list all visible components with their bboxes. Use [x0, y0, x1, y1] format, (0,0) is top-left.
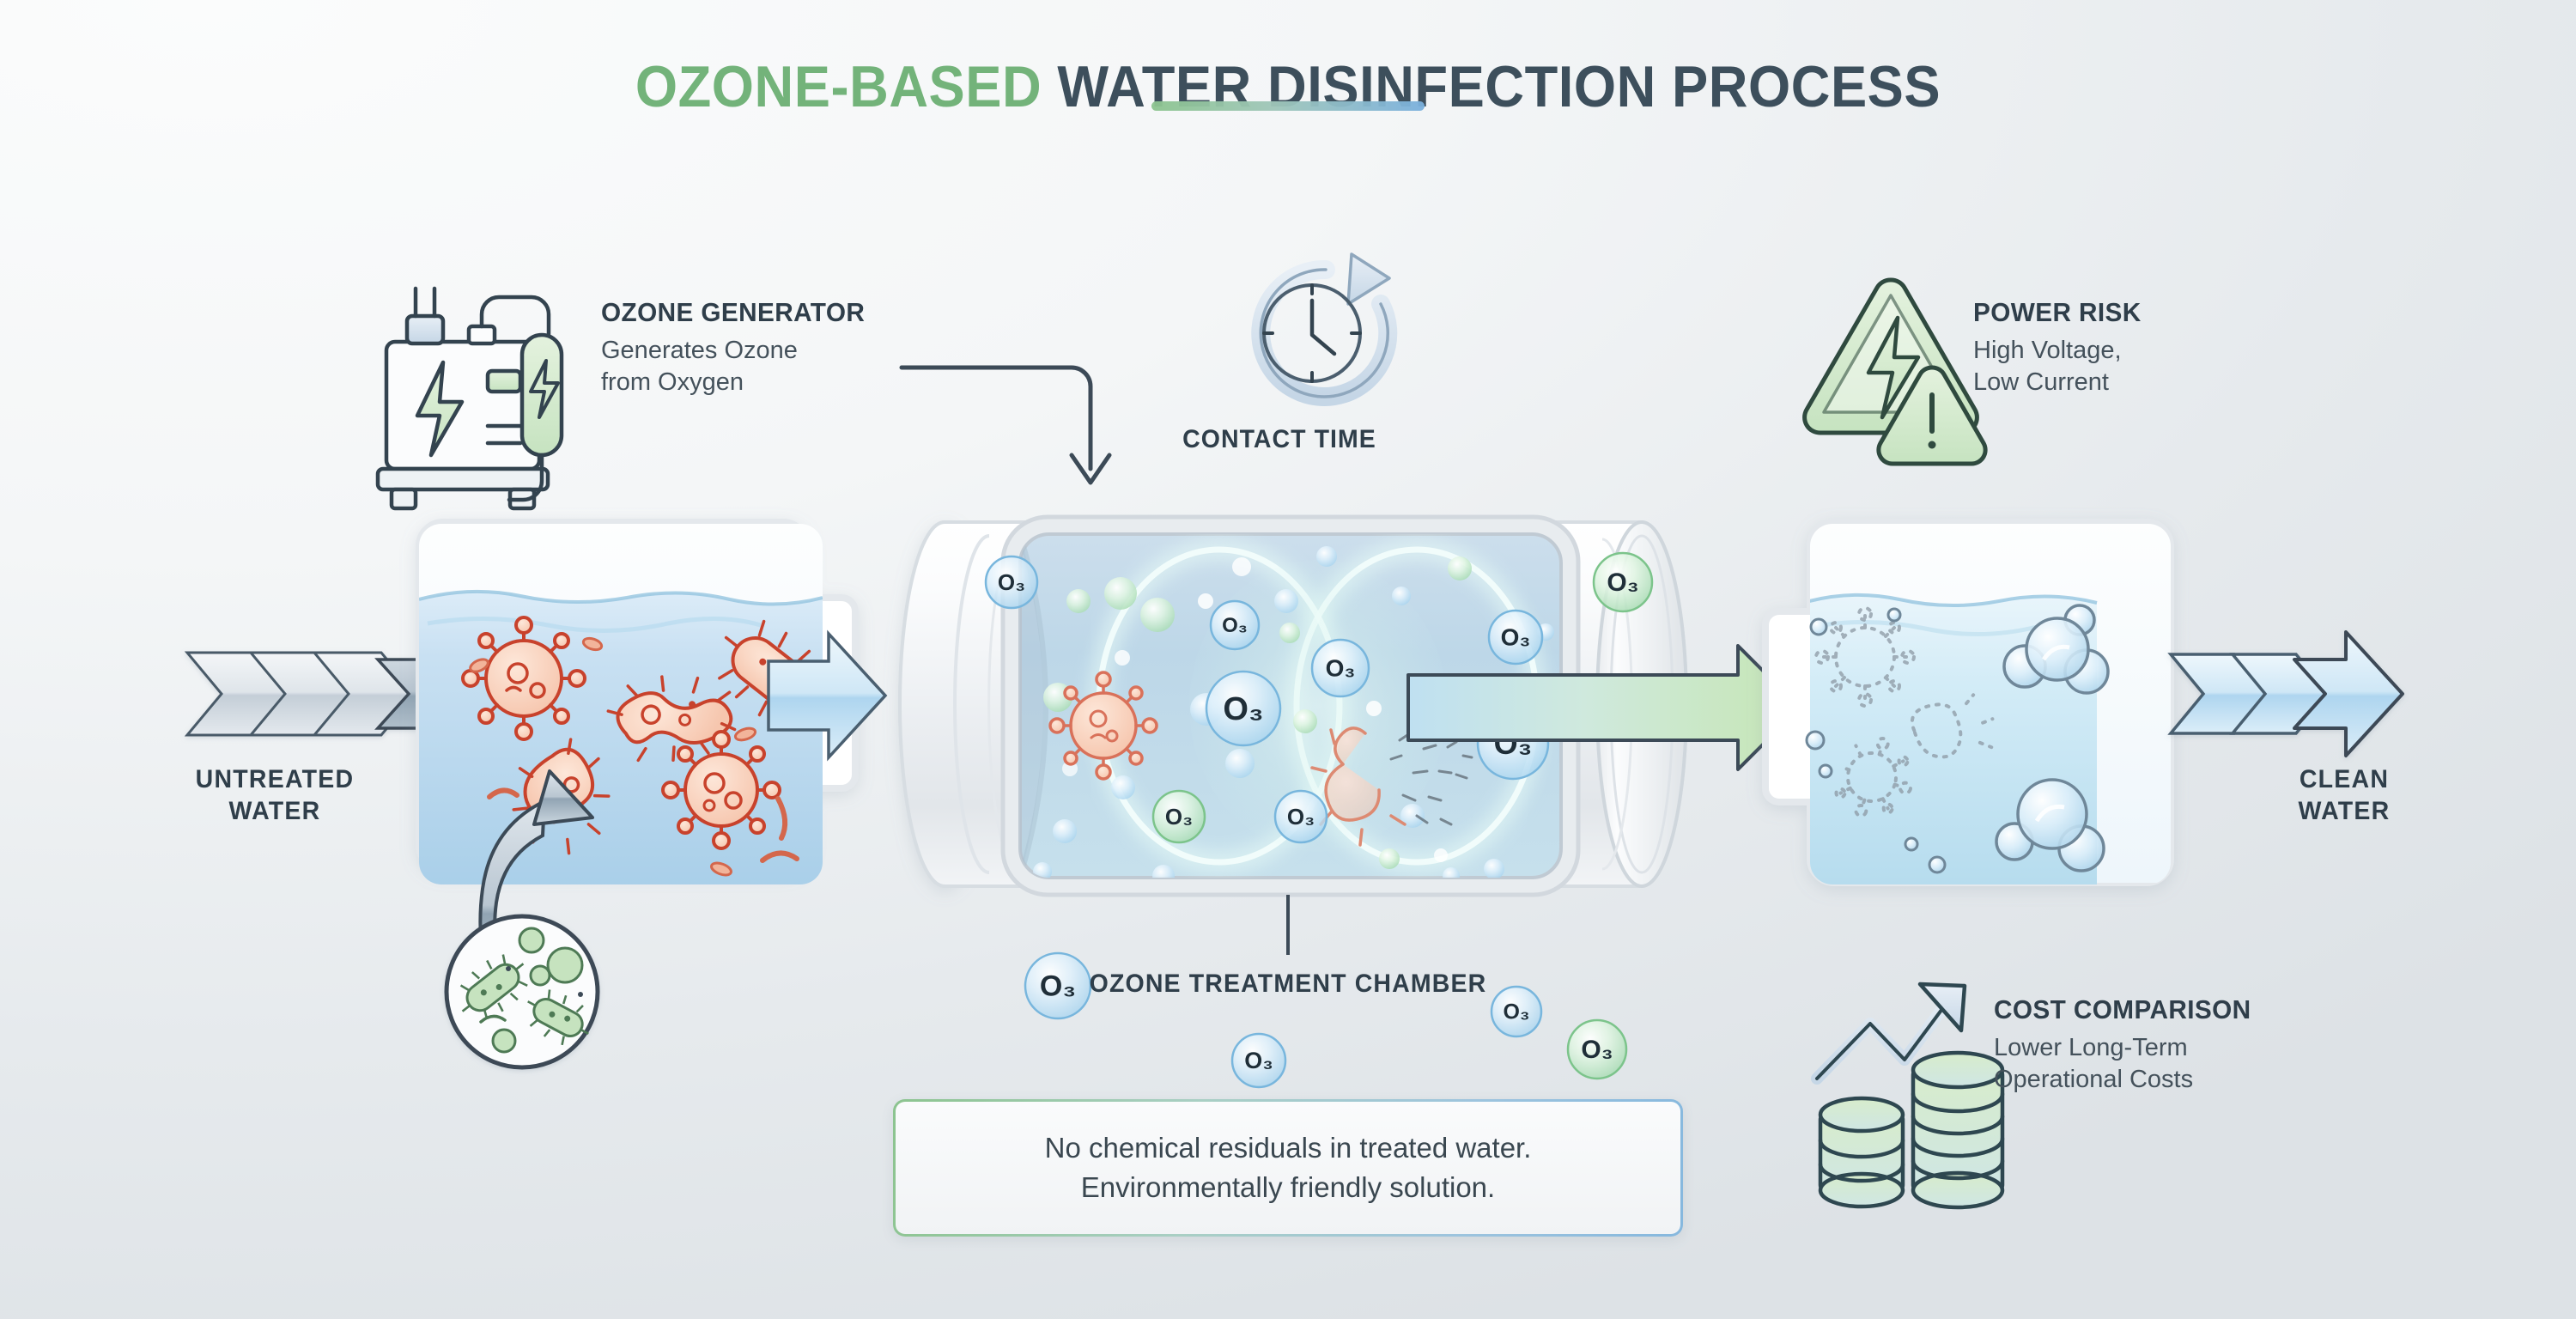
o3-bubble: O₃	[1230, 1032, 1287, 1089]
clean-water-label: CLEAN WATER	[2298, 765, 2391, 825]
outlet-arrow-group	[2167, 630, 2404, 757]
o3-bubble-label: O₃	[1165, 804, 1193, 830]
o3-bubble: O₃	[1024, 951, 1092, 1020]
o3-bubble: O₃	[1273, 789, 1328, 844]
clock-rotate-icon	[1251, 252, 1398, 406]
o3-bubble: O₃	[1566, 1018, 1628, 1080]
o3-bubble-label: O₃	[1223, 691, 1263, 727]
o3-bubble-label: O₃	[1222, 614, 1248, 637]
o3-bubble-label: O₃	[1287, 804, 1315, 830]
power-risk-heading: POWER RISK	[1973, 297, 2142, 327]
germ-in-chamber-alive	[1048, 671, 1158, 781]
title-underline	[1151, 101, 1425, 111]
coin-stacks-growth-arrow-icon	[1811, 982, 2005, 1210]
o3-bubble-label: O₃	[998, 569, 1025, 595]
eco-note-box: No chemical residuals in treated water. …	[893, 1099, 1683, 1237]
o3-bubble: O₃	[1205, 670, 1282, 747]
untreated-water-label: UNTREATED WATER	[195, 765, 355, 825]
eco-note-text: No chemical residuals in treated water. …	[1044, 1132, 1532, 1203]
cost-comparison-heading: COST COMPARISON	[1994, 994, 2251, 1024]
high-voltage-warning-icon	[1802, 277, 1988, 466]
o3-bubble-label: O₃	[1501, 624, 1531, 651]
ozone-generator-body: Generates Ozone from Oxygen	[601, 337, 798, 397]
power-risk-body: High Voltage, Low Current	[1973, 337, 2122, 397]
o3-bubble-label: O₃	[1607, 568, 1638, 597]
feature-ozone-generator: OZONE GENERATOR Generates Ozone from Oxy…	[601, 292, 876, 398]
o3-bubble-label: O₃	[1503, 1000, 1529, 1024]
untreated-water-tank	[416, 519, 888, 884]
cost-comparison-body: Lower Long-Term Operational Costs	[1994, 1034, 2194, 1094]
ozone-feed-arrow	[899, 365, 1112, 485]
o3-bubble: O₃	[1487, 609, 1544, 666]
magnifier-bacteria-callout	[444, 769, 600, 1070]
germ-cluster-untreated	[461, 616, 828, 877]
title-accent: OZONE-BASED	[635, 54, 1042, 119]
feature-cost-comparison: COST COMPARISON Lower Long-Term Operatio…	[1994, 989, 2262, 1096]
o3-bubble: O₃	[1151, 789, 1206, 844]
feature-power-risk: POWER RISK High Voltage, Low Current	[1973, 292, 2148, 398]
destroyed-germ-ghosts	[1814, 606, 1995, 818]
germ-in-chamber-dying-2	[1252, 893, 1396, 1024]
micro-bubbles	[1033, 546, 1561, 878]
tank-to-chamber-arrow	[767, 629, 888, 762]
inlet-arrow-group	[184, 629, 485, 758]
o3-bubble: O₃	[1592, 551, 1654, 613]
o3-bubble-label: O₃	[1326, 655, 1356, 682]
o3-bubble-label: O₃	[1244, 1048, 1273, 1073]
o3-bubble-label: O₃	[1581, 1036, 1613, 1064]
o3-bubble: O₃	[1490, 985, 1543, 1038]
germ-in-chamber-dying	[1310, 726, 1473, 847]
contact-time-label: CONTACT TIME	[1182, 425, 1376, 453]
clean-water-tank	[1762, 519, 2174, 886]
treatment-chamber-label: OZONE TREATMENT CHAMBER	[1089, 969, 1487, 998]
o3-bubble: O₃	[984, 555, 1039, 610]
o3-bubble: O₃	[1209, 599, 1261, 651]
ozone-generator-icon	[375, 286, 564, 511]
o3-bubble-label: O₃	[1040, 970, 1076, 1003]
ozone-generator-heading: OZONE GENERATOR	[601, 297, 866, 327]
water-molecule-group	[1805, 604, 2110, 874]
o3-bubble: O₃	[1310, 638, 1370, 698]
